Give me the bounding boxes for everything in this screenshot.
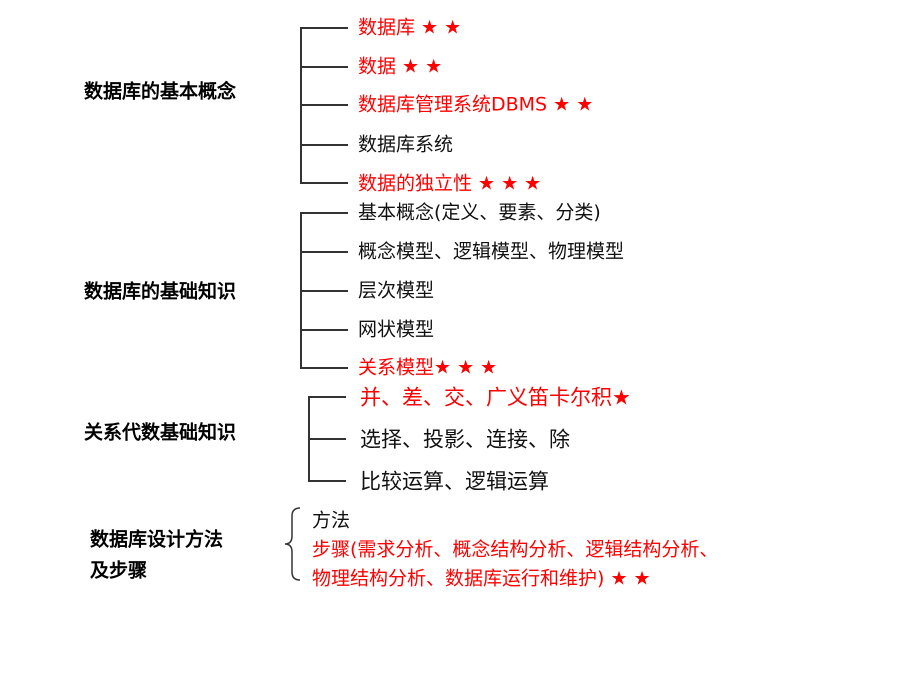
group-label-relational-algebra: 关系代数基础知识 <box>84 421 237 444</box>
branch-line <box>300 290 348 292</box>
list-item: 选择、投影、连接、除 <box>360 427 570 452</box>
list-item: 比较运算、逻辑运算 <box>360 469 549 494</box>
branch-line <box>300 104 348 106</box>
list-item: 物理结构分析、数据库运行和维护) ★ ★ <box>312 567 651 590</box>
group-label-design-methods-line2: 及步骤 <box>90 559 148 582</box>
list-item: 数据 ★ ★ <box>358 55 443 78</box>
branch-line <box>308 480 346 482</box>
list-item: 关系模型★ ★ ★ <box>358 356 498 379</box>
branch-line <box>300 66 348 68</box>
branch-line <box>300 212 348 214</box>
list-item: 数据的独立性 ★ ★ ★ <box>358 172 542 195</box>
curly-brace-icon <box>284 507 301 581</box>
list-item: 概念模型、逻辑模型、物理模型 <box>358 240 625 263</box>
branch-line <box>300 367 348 369</box>
list-item: 步骤(需求分析、概念结构分析、逻辑结构分析、 <box>312 538 719 561</box>
branch-line <box>308 396 346 398</box>
list-item: 数据库系统 <box>358 133 454 156</box>
group-label-fundamentals: 数据库的基础知识 <box>84 280 237 303</box>
branch-line <box>300 144 348 146</box>
group-label-design-methods: 数据库设计方法 <box>90 528 224 551</box>
list-item: 网状模型 <box>358 318 435 341</box>
branch-line <box>300 329 348 331</box>
branch-line <box>308 438 346 440</box>
list-item: 数据库管理系统DBMS ★ ★ <box>358 93 594 116</box>
branch-line <box>300 27 348 29</box>
list-item: 方法 <box>312 509 351 532</box>
list-item: 并、差、交、广义笛卡尔积★ <box>360 385 631 410</box>
list-item: 基本概念(定义、要素、分类) <box>358 201 601 224</box>
list-item: 层次模型 <box>358 279 435 302</box>
list-item: 数据库 ★ ★ <box>358 16 462 39</box>
branch-line <box>300 251 348 253</box>
group-label-basic-concepts: 数据库的基本概念 <box>84 80 237 103</box>
branch-line <box>300 182 348 184</box>
